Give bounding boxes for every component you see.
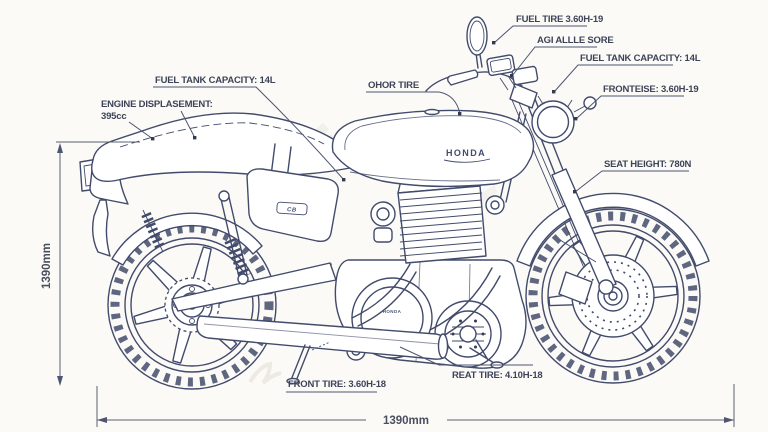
tank-logo: HONDA <box>446 148 486 158</box>
height-dimension: 1390mm <box>41 141 140 386</box>
turn-signal <box>573 96 597 113</box>
brake-lever <box>425 76 450 92</box>
front-fork <box>524 93 617 295</box>
leader-seat-height <box>574 170 689 193</box>
height-dimension-value: 1390mm <box>41 243 53 289</box>
callout-front-tire: FRONT TIRE: 3.60H-18 <box>288 379 386 390</box>
leader-other-tire <box>366 91 461 115</box>
fork-slider <box>551 168 617 291</box>
mudflap <box>91 199 111 257</box>
callout-rear-tire: REAT TIRE: 4.10H-18 <box>452 370 543 381</box>
callout-seat-height: SEAT HEIGHT: 780N <box>604 159 692 170</box>
mirror <box>466 16 488 69</box>
callouts: FUEL TIRE 3.60H-19 AGI ALLLE SORE FUEL T… <box>101 14 701 393</box>
headlight <box>531 95 575 144</box>
leader-fuel-tire <box>493 25 587 44</box>
leader-rear-tire <box>399 346 533 366</box>
front-wheel <box>525 208 701 384</box>
rear-shock-far <box>141 209 165 253</box>
brake-caliper <box>558 271 593 305</box>
front-tire-tread <box>528 211 698 381</box>
callout-fuel-tank-capacity-left: FUEL TANK CAPACITY: 14L <box>155 75 276 86</box>
callout-fuel-tire: FUEL TIRE 3.60H-19 <box>516 14 603 25</box>
tank-filler-cap <box>424 108 440 116</box>
leader-engine-displacement <box>128 110 196 140</box>
leader-fuel-tank-capacity-left <box>153 86 345 181</box>
callout-axle-note: AGI ALLLE SORE <box>537 35 614 46</box>
callout-engine-displacement-value: 395cc <box>101 111 126 122</box>
exhaust <box>196 263 501 360</box>
width-dimension: 1390mm <box>96 384 735 427</box>
instrument-cluster <box>486 54 539 86</box>
rear-shock <box>218 190 251 285</box>
side-cover: CB <box>246 168 339 243</box>
side-cover-badge-plate <box>276 201 308 216</box>
callout-fuel-tank-capacity-right: FUEL TANK CAPACITY: 14L <box>580 53 701 64</box>
muffler-end-cap <box>437 333 449 359</box>
leader-axle-note <box>511 46 597 77</box>
callout-front-size: FRONTEISE: 3.60H-19 <box>603 84 698 95</box>
cylinder-fins <box>399 192 483 257</box>
leader-fuel-tank-capacity-right <box>553 64 673 93</box>
callout-engine-displacement: ENGINE DISPLASEMENT: <box>101 99 213 110</box>
rear-tire-tread <box>110 223 274 387</box>
leader-front-size <box>575 95 684 120</box>
steering-head <box>509 83 538 109</box>
engine-case-text: HONDA <box>383 309 402 314</box>
callout-other-tire: OHOR TIRE <box>368 80 419 91</box>
exhaust-header <box>351 263 501 341</box>
grip <box>447 69 479 86</box>
carburetor <box>370 195 505 243</box>
handlebar <box>425 69 523 92</box>
side-cover-badge: CB <box>287 207 297 214</box>
kickstand <box>286 341 331 385</box>
width-dimension-value: 1390mm <box>383 415 429 427</box>
fuel-tank: HONDA <box>331 108 535 188</box>
